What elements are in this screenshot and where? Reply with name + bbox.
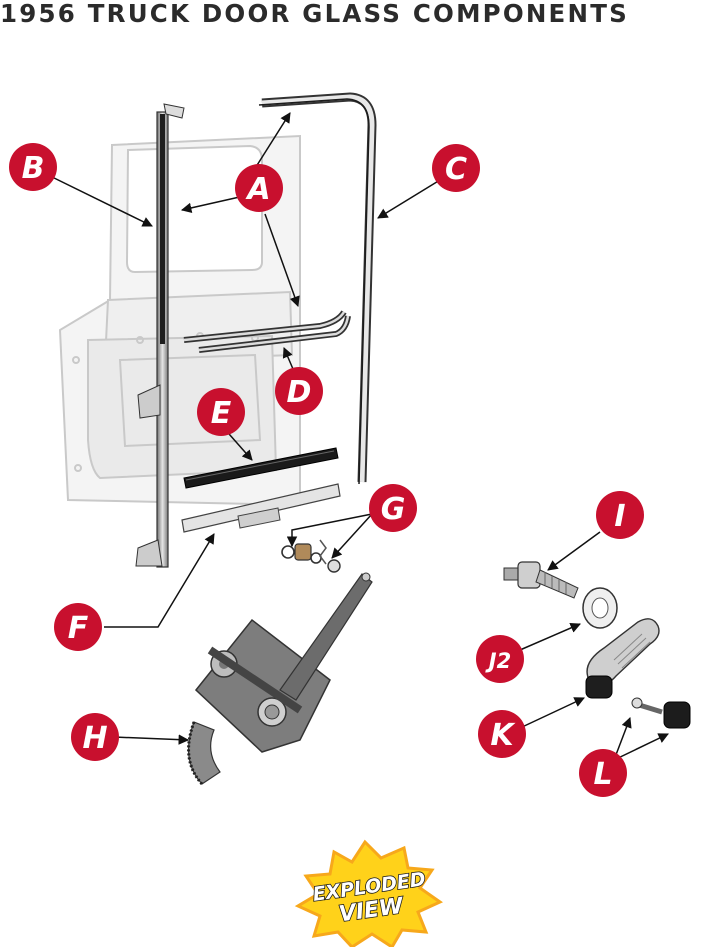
callout-i: I [596, 491, 644, 539]
part-g-spring-kit [281, 539, 341, 573]
callout-e: E [197, 388, 245, 436]
svg-text:C: C [445, 152, 467, 187]
svg-text:D: D [287, 375, 312, 410]
svg-text:G: G [381, 492, 406, 527]
callout-g: G [369, 484, 417, 532]
callout-b: B [9, 143, 57, 191]
part-b-vent-channel [135, 103, 185, 568]
svg-text:K: K [490, 718, 516, 753]
callout-h: H [71, 713, 119, 761]
part-i-regulator-shaft [503, 561, 579, 599]
part-e-glass-channel [183, 447, 339, 489]
callout-d: D [275, 367, 323, 415]
callout-c: C [432, 144, 480, 192]
svg-text:E: E [211, 396, 232, 431]
part-h-window-regulator [187, 572, 373, 786]
callout-a: A [235, 164, 283, 212]
svg-text:J2: J2 [485, 649, 511, 673]
part-j2-escutcheon-washer [582, 587, 618, 629]
leader-arrows [47, 112, 669, 761]
page-title: 1956 TRUCK DOOR GLASS COMPONENTS [0, 0, 629, 28]
part-c-glass-run-channel [258, 92, 377, 485]
callout-f: F [54, 603, 102, 651]
part-l-knob-and-screw [631, 697, 691, 729]
svg-text:B: B [22, 151, 45, 186]
svg-text:F: F [68, 611, 89, 646]
callout-j2: J2 [476, 635, 524, 683]
svg-text:A: A [245, 172, 270, 207]
part-k-window-crank-handle [585, 618, 660, 699]
part-f-lower-sash-channel [181, 483, 341, 533]
part-d-belt-weatherstrip [183, 310, 351, 353]
exploded-view-badge: EXPLODED VIEW [294, 839, 444, 947]
svg-text:L: L [593, 757, 612, 792]
svg-text:H: H [82, 721, 107, 756]
svg-text:I: I [614, 499, 625, 534]
callout-k: K [478, 710, 526, 758]
callout-l: L [579, 749, 627, 797]
